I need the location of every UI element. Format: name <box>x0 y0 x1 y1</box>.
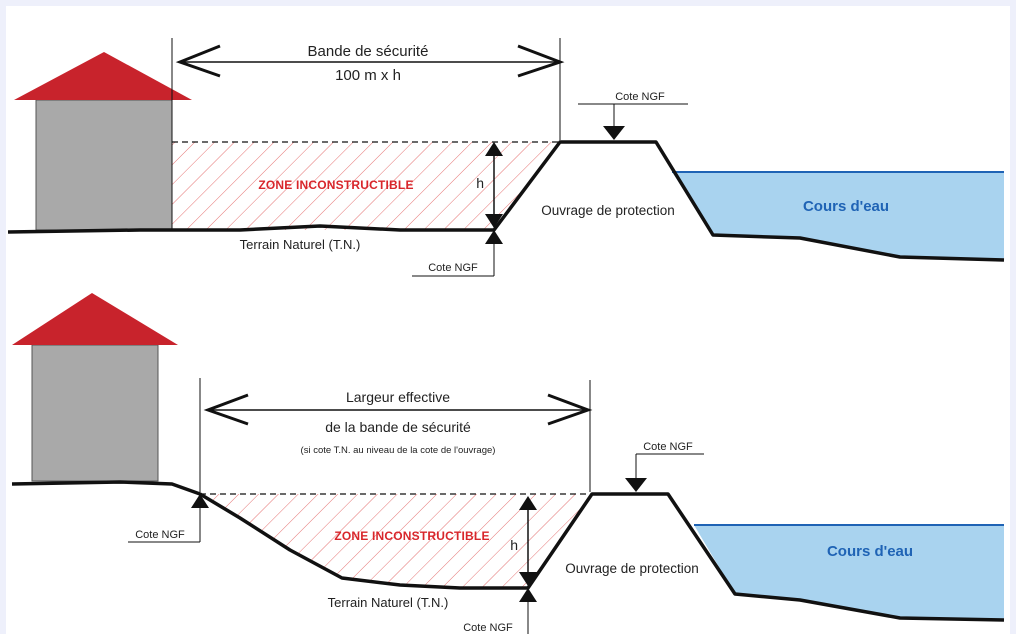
band-label-line2-bottom: de la bande de sécurité <box>325 419 471 435</box>
h-label-top: h <box>476 175 484 191</box>
house-bottom <box>12 293 178 482</box>
water-bottom <box>694 525 1004 620</box>
river-label-top: Cours d'eau <box>803 198 889 215</box>
zone-label-bottom: ZONE INCONSTRUCTIBLE <box>334 529 489 543</box>
band-label-line1-bottom: Largeur effective <box>346 389 450 405</box>
river-label-bottom: Cours d'eau <box>827 543 913 560</box>
ground-profile-bottom <box>11 480 1005 622</box>
safety-band-diagrams: Bande de sécurité 100 m x h ZONE INCONST… <box>7 38 1005 634</box>
top-diagram: Bande de sécurité 100 m x h ZONE INCONST… <box>7 38 1005 277</box>
diagram-canvas: Bande de sécurité 100 m x h ZONE INCONST… <box>6 6 1010 634</box>
ngf-top-label-top: Cote NGF <box>615 91 665 103</box>
band-note-bottom: (si cote T.N. au niveau de la cote de l'… <box>301 445 496 456</box>
ngf-left-marker-bottom <box>191 494 209 508</box>
ground-profile-top <box>7 140 1005 262</box>
ngf-bottom-label-top: Cote NGF <box>428 262 478 274</box>
ngf-bottom-marker-top <box>485 230 503 244</box>
bottom-diagram: Largeur effective de la bande de sécurit… <box>11 293 1005 634</box>
zone-label-top: ZONE INCONSTRUCTIBLE <box>258 178 413 192</box>
structure-label-top: Ouvrage de protection <box>541 203 675 218</box>
water-top <box>672 172 1004 260</box>
ngf-top-label-bottom: Cote NGF <box>643 441 693 453</box>
zone-hatch-top <box>172 142 558 230</box>
ground-label-top: Terrain Naturel (T.N.) <box>240 237 361 252</box>
ngf-bottom-label-bottom: Cote NGF <box>463 622 513 634</box>
house-top <box>14 52 192 231</box>
ngf-top-marker-bottom <box>625 478 647 492</box>
band-label-line1-top: Bande de sécurité <box>308 43 429 60</box>
band-label-line2-top: 100 m x h <box>335 67 401 84</box>
ground-label-bottom: Terrain Naturel (T.N.) <box>328 595 449 610</box>
ngf-top-marker-top <box>603 126 625 140</box>
zone-hatch-bottom <box>200 494 590 588</box>
h-label-bottom: h <box>510 537 518 553</box>
structure-label-bottom: Ouvrage de protection <box>565 561 699 576</box>
ngf-left-label-bottom: Cote NGF <box>135 529 185 541</box>
ngf-bottom-marker-bottom <box>519 588 537 602</box>
